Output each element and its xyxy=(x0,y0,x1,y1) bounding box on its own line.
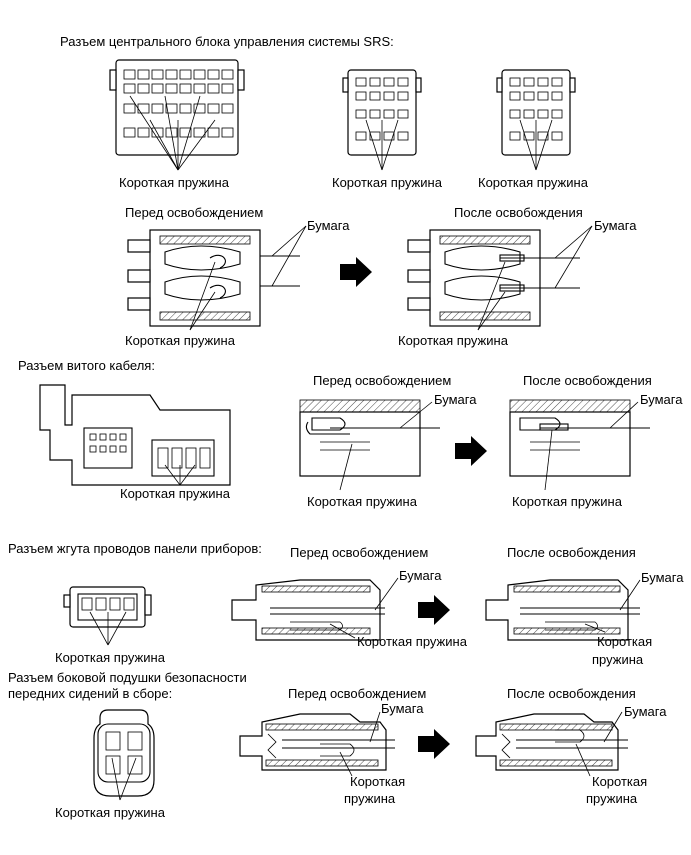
side-connector xyxy=(93,709,155,801)
spiral-before-drawing xyxy=(299,399,440,491)
spiral-connector xyxy=(39,384,231,486)
srs-after-label: После освобождения xyxy=(454,205,583,220)
side-paper-before: Бумага xyxy=(381,701,424,716)
spiral-paper-before: Бумага xyxy=(434,392,477,407)
srs-spring-after: Короткая пружина xyxy=(398,333,509,348)
side-spring-after-1: Короткая xyxy=(592,774,647,789)
spiral-after-label: После освобождения xyxy=(523,373,652,388)
side-heading-1: Разъем боковой подушки безопасности xyxy=(8,670,247,685)
srs-spring-before: Короткая пружина xyxy=(125,333,236,348)
srs-connector-a xyxy=(109,59,245,171)
spiral-heading: Разъем витого кабеля: xyxy=(18,358,155,373)
spiral-paper-after: Бумага xyxy=(640,392,683,407)
srs-paper-before: Бумага xyxy=(307,218,350,233)
panel-after-drawing xyxy=(485,579,641,641)
spiral-spring-after: Короткая пружина xyxy=(512,494,623,509)
panel-spring-before: Короткая пружина xyxy=(357,634,468,649)
right-arrow-icon xyxy=(418,729,450,759)
panel-spring-connector: Короткая пружина xyxy=(55,650,166,665)
panel-after-label: После освобождения xyxy=(507,545,636,560)
panel-before-drawing xyxy=(231,577,399,641)
spiral-spring-before: Короткая пружина xyxy=(307,494,418,509)
srs-spring-label-b: Короткая пружина xyxy=(332,175,443,190)
side-spring-connector: Короткая пружина xyxy=(55,805,166,820)
panel-paper-before: Бумага xyxy=(399,568,442,583)
srs-spring-label-a: Короткая пружина xyxy=(119,175,230,190)
side-spring-after-2: пружина xyxy=(586,791,638,806)
right-arrow-icon xyxy=(418,595,450,625)
side-spring-before-2: пружина xyxy=(344,791,396,806)
right-arrow-icon xyxy=(455,436,487,466)
side-after-drawing xyxy=(475,711,628,777)
srs-before-drawing xyxy=(127,225,307,331)
panel-heading: Разъем жгута проводов панели приборов: xyxy=(8,541,262,556)
side-spring-before-1: Короткая xyxy=(350,774,405,789)
srs-after-drawing xyxy=(407,225,593,331)
panel-spring-after-1: Короткая xyxy=(597,634,652,649)
srs-spring-label-c: Короткая пружина xyxy=(478,175,589,190)
side-before-label: Перед освобождением xyxy=(288,686,426,701)
srs-connector-c xyxy=(496,69,576,171)
side-after-label: После освобождения xyxy=(507,686,636,701)
spiral-before-label: Перед освобождением xyxy=(313,373,451,388)
side-heading-2: передних сидений в сборе: xyxy=(8,686,172,701)
srs-connector-b xyxy=(342,69,422,171)
srs-heading: Разъем центрального блока управления сис… xyxy=(60,34,394,49)
panel-before-label: Перед освобождением xyxy=(290,545,428,560)
srs-paper-after: Бумага xyxy=(594,218,637,233)
side-before-drawing xyxy=(239,711,395,777)
side-paper-after: Бумага xyxy=(624,704,667,719)
srs-before-label: Перед освобождением xyxy=(125,205,263,220)
panel-paper-after: Бумага xyxy=(641,570,684,585)
spiral-after-drawing xyxy=(509,399,650,491)
panel-connector xyxy=(63,586,152,646)
right-arrow-icon xyxy=(340,257,372,287)
spiral-spring-connector: Короткая пружина xyxy=(120,486,231,501)
panel-spring-after-2: пружина xyxy=(592,652,644,667)
